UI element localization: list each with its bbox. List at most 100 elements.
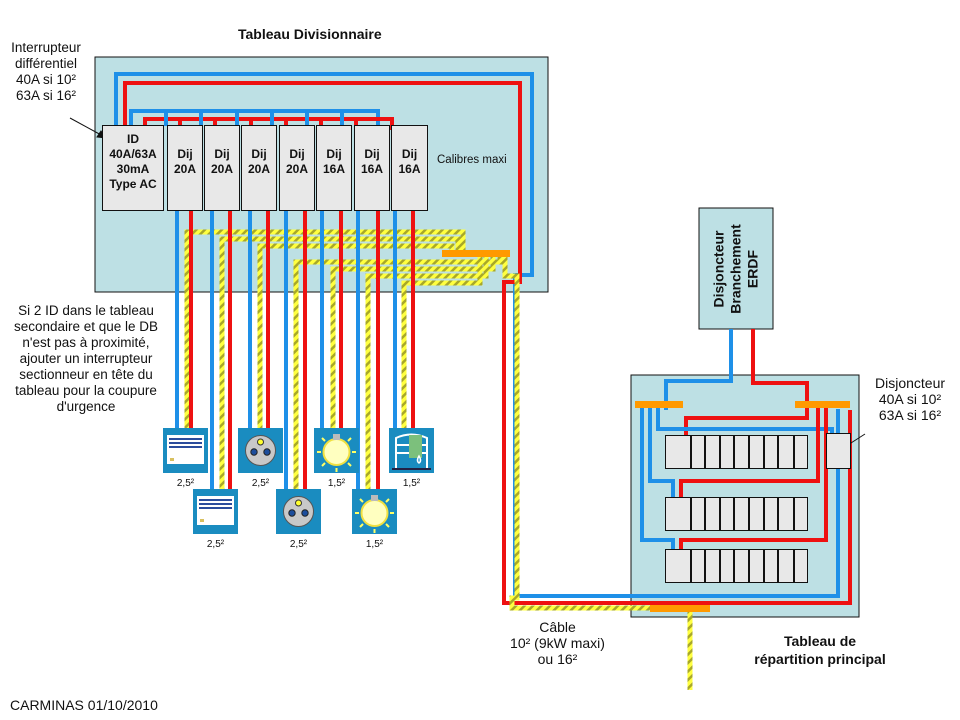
breaker-label-line: Type AC (109, 177, 157, 191)
wire-section-label: 2,5² (251, 478, 270, 489)
emergency-note: Si 2 ID dans le tableau secondaire et qu… (2, 303, 170, 415)
breaker-label-line: 30mA (116, 162, 150, 176)
outlet-radiator[interactable] (193, 489, 238, 534)
disj-note-line: 63A si 16² (878, 407, 942, 423)
breaker-label-line: 20A (247, 162, 270, 176)
main-breaker-module[interactable] (794, 435, 808, 469)
main-breaker-module[interactable] (734, 497, 749, 531)
main-panel-wiring (640, 329, 834, 549)
breaker-label-line: 20A (285, 162, 308, 176)
lightbulb-icon (317, 434, 356, 472)
breaker-label-line: 20A (210, 162, 233, 176)
main-breaker-module[interactable] (778, 549, 794, 583)
outlet-radiator[interactable] (163, 428, 208, 473)
cable-note-line: Câble (539, 619, 576, 635)
main-breaker-module[interactable] (665, 435, 691, 469)
main-breaker-module[interactable] (778, 435, 794, 469)
breaker-label-line: 40A/63A (109, 147, 157, 161)
main-breaker-module[interactable] (665, 497, 691, 531)
breaker-label-line: Dij (214, 147, 230, 161)
outlet-water-heater[interactable] (389, 428, 434, 473)
erdf-line: Disjoncteur (710, 230, 727, 308)
circuit-wires (175, 210, 415, 490)
main-breaker-module[interactable] (665, 549, 691, 583)
breaker-label-line: Dij (289, 147, 305, 161)
emergency-note-line: Si 2 ID dans le tableau (18, 303, 154, 318)
main-breaker-module[interactable] (794, 549, 808, 583)
breaker-label-line: 16A (398, 162, 421, 176)
main-breaker-module[interactable] (720, 497, 734, 531)
socket-icon (283, 496, 314, 527)
wire-section-label: 1,5² (402, 478, 421, 489)
credit-label: CARMINAS 01/10/2010 (10, 697, 158, 713)
secondary-panel-title: Tableau Divisionnaire (238, 26, 382, 42)
id-note-line: 63A si 16² (15, 88, 77, 103)
wire-section-label: 1,5² (327, 478, 346, 489)
calibres-label: Calibres maxi (437, 154, 507, 166)
neutral-bar-main (635, 401, 683, 408)
main-breaker-module[interactable] (691, 497, 705, 531)
main-breaker-module[interactable] (720, 435, 734, 469)
main-breaker-module[interactable] (734, 435, 749, 469)
wire-section-label: 2,5² (206, 539, 225, 550)
cable-note-line: 10² (9kW maxi) (510, 635, 605, 651)
radiator-icon (167, 435, 204, 464)
main-breaker-module[interactable] (720, 549, 734, 583)
disjoncteur-note: Disjoncteur 40A si 10² 63A si 16² (860, 375, 960, 423)
main-breaker-module[interactable] (691, 549, 705, 583)
disj-note-line: 40A si 10² (878, 391, 942, 407)
main-breaker-module[interactable] (749, 497, 764, 531)
main-breaker-module[interactable] (764, 497, 778, 531)
wire-section-label: 2,5² (176, 478, 195, 489)
phase-bar-main (795, 401, 850, 408)
erdf-breaker-label: Disjoncteur Branchement ERDF (699, 208, 773, 329)
main-breaker-module[interactable] (749, 435, 764, 469)
earth-bar-main (650, 605, 710, 612)
water-heater-icon (392, 433, 431, 470)
comb-drops (164, 111, 358, 126)
id-note: Interrupteur différentiel 40A si 10² 63A… (0, 40, 92, 104)
breaker-label-line: 16A (322, 162, 345, 176)
main-panel-title-line: Tableau de (783, 633, 857, 649)
main-breaker-module[interactable] (764, 435, 778, 469)
emergency-note-line: d'urgence (56, 399, 116, 414)
main-breaker-module[interactable] (705, 549, 720, 583)
disj-note-line: Disjoncteur (874, 375, 946, 391)
breaker-label-line: Dij (177, 147, 193, 161)
wire-section-label: 2,5² (289, 539, 308, 550)
supply-neutral-wire (114, 72, 840, 598)
outlet-socket[interactable] (238, 428, 283, 473)
main-breaker-module[interactable] (794, 497, 808, 531)
main-breaker-module[interactable] (734, 549, 749, 583)
main-breaker-module[interactable] (778, 497, 794, 531)
outlet-lightbulb[interactable] (314, 428, 359, 473)
main-panel-title-line: répartition principal (754, 651, 886, 667)
outlet-socket[interactable] (276, 489, 321, 534)
main-breaker-module[interactable] (705, 497, 720, 531)
main-breaker-module[interactable] (749, 549, 764, 583)
erdf-breaker-box (698, 207, 774, 330)
emergency-note-line: secondaire et que le DB (13, 319, 159, 334)
id-note-line: 40A si 10² (15, 72, 77, 87)
id-note-line: Interrupteur (11, 40, 81, 55)
main-breaker-module[interactable] (764, 549, 778, 583)
main-disjoncteur[interactable] (826, 433, 851, 469)
emergency-note-line: n'est pas à proximité, (22, 335, 150, 350)
earth-bar-secondary (442, 250, 510, 257)
outlet-lightbulb[interactable] (352, 489, 397, 534)
main-breaker-module[interactable] (705, 435, 720, 469)
main-breaker-module[interactable] (691, 435, 705, 469)
breaker-label-line: ID (127, 132, 139, 146)
cable-note-line: ou 16² (537, 651, 578, 667)
breaker-label-line: Dij (326, 147, 342, 161)
cable-note: Câble 10² (9kW maxi) ou 16² (495, 619, 620, 667)
